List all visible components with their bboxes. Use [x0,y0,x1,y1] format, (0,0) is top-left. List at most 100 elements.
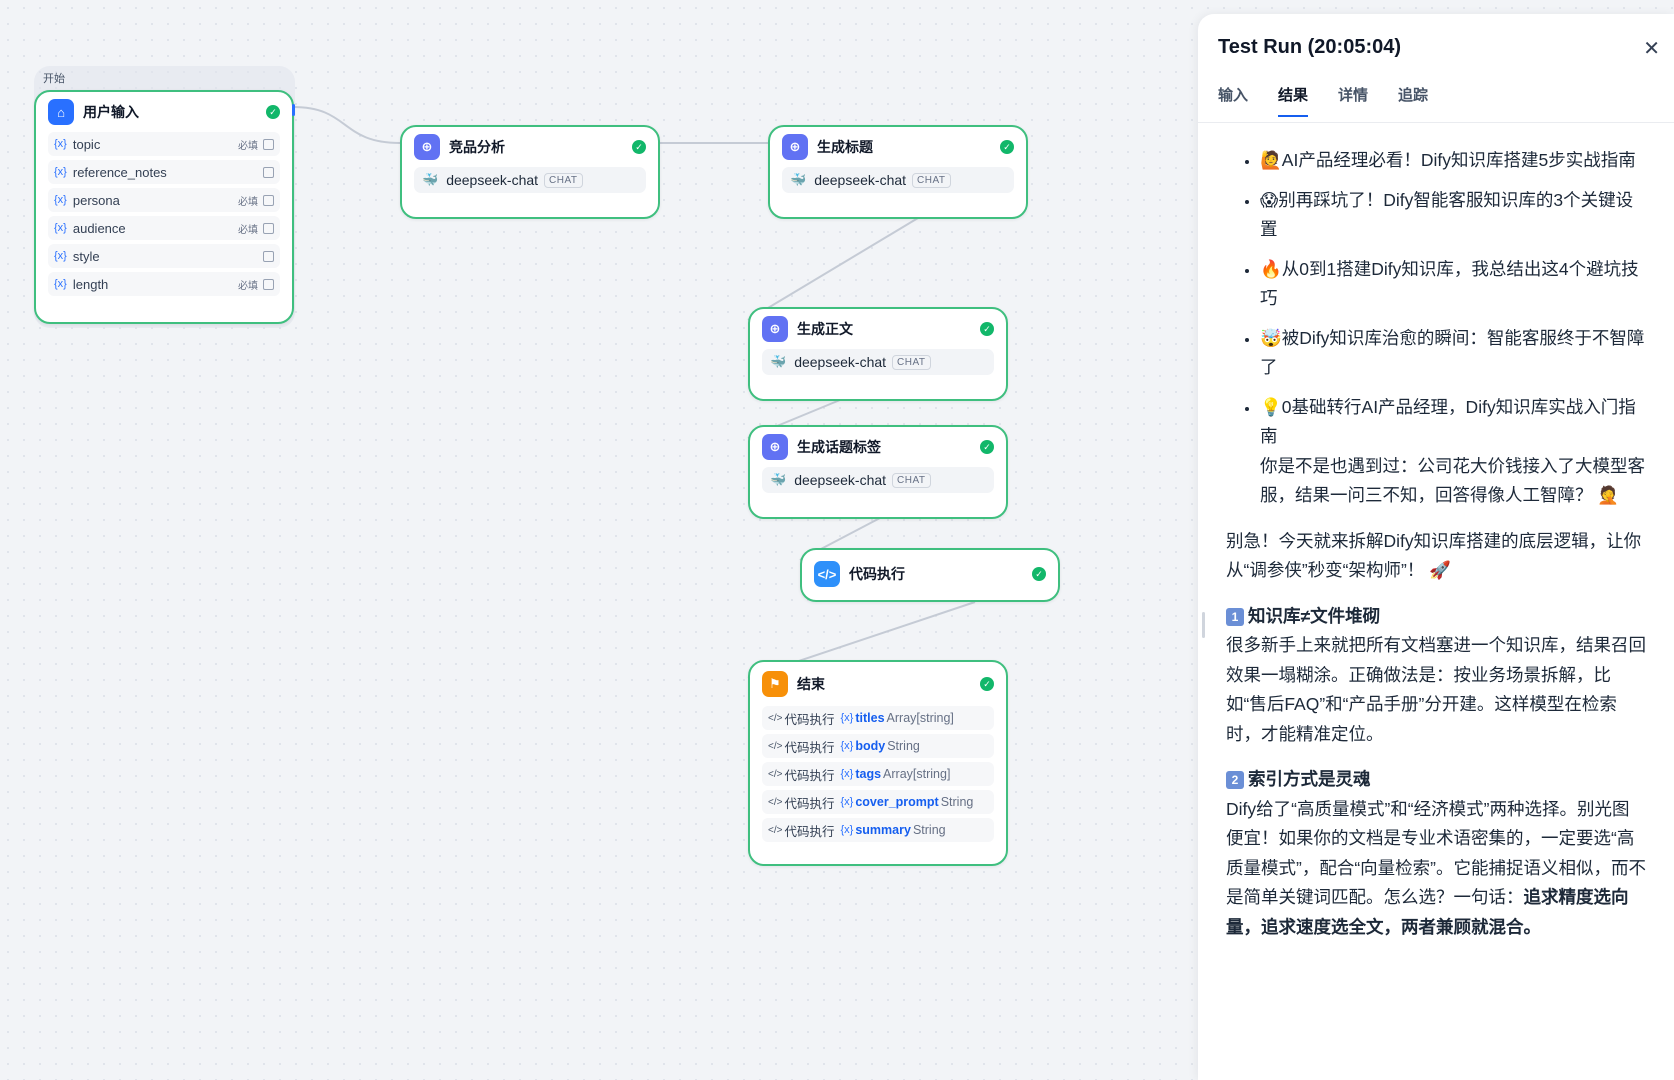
node-title: 结束 [797,676,825,692]
node-generate-tags[interactable]: ⊕ 生成话题标签 ✓ 🐳 deepseek-chat CHAT [748,425,1008,519]
node-generate-title[interactable]: ⊕ 生成标题 ✓ 🐳 deepseek-chat CHAT [768,125,1028,219]
variable-name: audience [72,220,126,236]
llm-icon: ⊕ [762,434,788,460]
node-title: 代码执行 [849,566,905,582]
title-item: 💡0基础转行AI产品经理，Dify知识库实战入门指南 你是不是也遇到过：公司花大… [1260,393,1646,511]
input-variable-row[interactable]: {x} reference_notes [48,160,280,184]
output-type: String [912,823,946,837]
node-title: 生成标题 [817,139,873,155]
code-icon: </> [768,768,783,780]
code-icon: </> [768,796,783,808]
select-icon [263,250,274,262]
variable-icon: {x} [54,166,67,178]
llm-icon: ⊕ [414,134,440,160]
chat-badge: CHAT [912,172,951,188]
node-title: 生成话题标签 [797,439,881,455]
output-handle[interactable] [292,104,295,116]
variable-icon: {x} [54,222,67,234]
tab-input[interactable]: 输入 [1218,87,1249,104]
output-type: Array[string] [883,767,951,781]
section-text: 很多新手上来就把所有文档塞进一个知识库，结果召回效果一塌糊涂。正确做法是：按业务… [1226,635,1646,744]
model-selector[interactable]: 🐳 deepseek-chat CHAT [762,349,994,375]
variable-icon: {x} [840,768,854,780]
model-selector[interactable]: 🐳 deepseek-chat CHAT [762,467,994,493]
code-icon: </> [768,740,783,752]
variable-icon: {x} [54,194,67,206]
section-text-wrap: Dify给了“高质量模式”和“经济模式”两种选择。别光图便宜！如果你的文档是专业… [1226,795,1646,943]
title-item: 🙋AI产品经理必看！Dify知识库搭建5步实战指南 [1260,146,1646,176]
output-source: 代码执行 [784,796,835,811]
body-opening: 你是不是也遇到过：公司花大价钱接入了大模型客服，结果一问三不知，回答得像人工智障… [1260,455,1645,506]
output-variable-name: tags [855,767,882,781]
close-icon[interactable]: ✕ [1643,38,1660,60]
model-name: deepseek-chat [814,172,907,188]
variable-name: length [72,276,109,292]
output-variable-name: summary [855,823,911,837]
chat-badge: CHAT [544,172,583,188]
title-list: 🙋AI产品经理必看！Dify知识库搭建5步实战指南 😱别再踩坑了！Dify智能客… [1226,146,1646,511]
test-run-panel: Test Run (20:05:04) ✕ 输入 结果 详情 追踪 🙋AI产品经… [1198,14,1674,1080]
variable-icon: {x} [54,278,67,290]
variable-name: persona [72,192,120,208]
variable-icon: {x} [54,250,67,262]
variable-name: style [72,248,100,264]
result-content: 🙋AI产品经理必看！Dify知识库搭建5步实战指南 😱别再踩坑了！Dify智能客… [1226,146,1646,942]
deepseek-whale-icon: 🐳 [422,172,439,187]
node-title: 竞品分析 [449,139,505,155]
node-code-execution[interactable]: </> 代码执行 ✓ [800,548,1060,602]
model-selector[interactable]: 🐳 deepseek-chat CHAT [782,167,1014,193]
text-input-icon [263,138,274,150]
output-type: String [887,739,920,753]
success-check-icon: ✓ [632,140,646,154]
select-icon [263,194,274,206]
chat-badge: CHAT [892,472,931,488]
node-competitor-analysis[interactable]: ⊕ 竞品分析 ✓ 🐳 deepseek-chat CHAT [400,125,660,219]
title-item-text: 💡0基础转行AI产品经理，Dify知识库实战入门指南 [1260,396,1636,447]
output-variable-name: titles [855,711,885,725]
tab-divider [1198,122,1674,123]
tab-trace[interactable]: 追踪 [1398,87,1429,104]
select-icon [263,278,274,290]
input-variable-row[interactable]: {x} style [48,244,280,268]
success-check-icon: ✓ [980,440,994,454]
deepseek-whale-icon: 🐳 [770,354,787,369]
output-variable-name: cover_prompt [855,795,939,809]
llm-icon: ⊕ [782,134,808,160]
output-variable-name: body [855,739,886,753]
scrollbar-thumb[interactable] [1202,612,1205,638]
success-check-icon: ✓ [980,677,994,691]
title-item: 🔥从0到1搭建Dify知识库，我总结出这4个避坑技巧 [1260,255,1646,314]
panel-title: Test Run (20:05:04) [1218,36,1402,58]
end-flag-icon: ⚑ [762,671,788,697]
variable-icon: {x} [840,740,854,752]
deepseek-whale-icon: 🐳 [790,172,807,187]
output-source: 代码执行 [784,740,835,755]
model-name: deepseek-chat [446,172,539,188]
output-type: String [940,795,974,809]
variable-name: reference_notes [72,164,167,180]
variable-icon: {x} [840,712,854,724]
title-item: 😱别再踩坑了！Dify智能客服知识库的3个关键设置 [1260,186,1646,245]
success-check-icon: ✓ [266,105,280,119]
tab-result[interactable]: 结果 [1278,84,1309,117]
model-selector[interactable]: 🐳 deepseek-chat CHAT [414,167,646,193]
text-input-icon [263,222,274,234]
output-source: 代码执行 [784,768,835,783]
node-generate-body[interactable]: ⊕ 生成正文 ✓ 🐳 deepseek-chat CHAT [748,307,1008,401]
keycap-number: 2 [1226,771,1244,789]
variable-name: topic [72,136,101,152]
tab-detail[interactable]: 详情 [1338,87,1369,104]
